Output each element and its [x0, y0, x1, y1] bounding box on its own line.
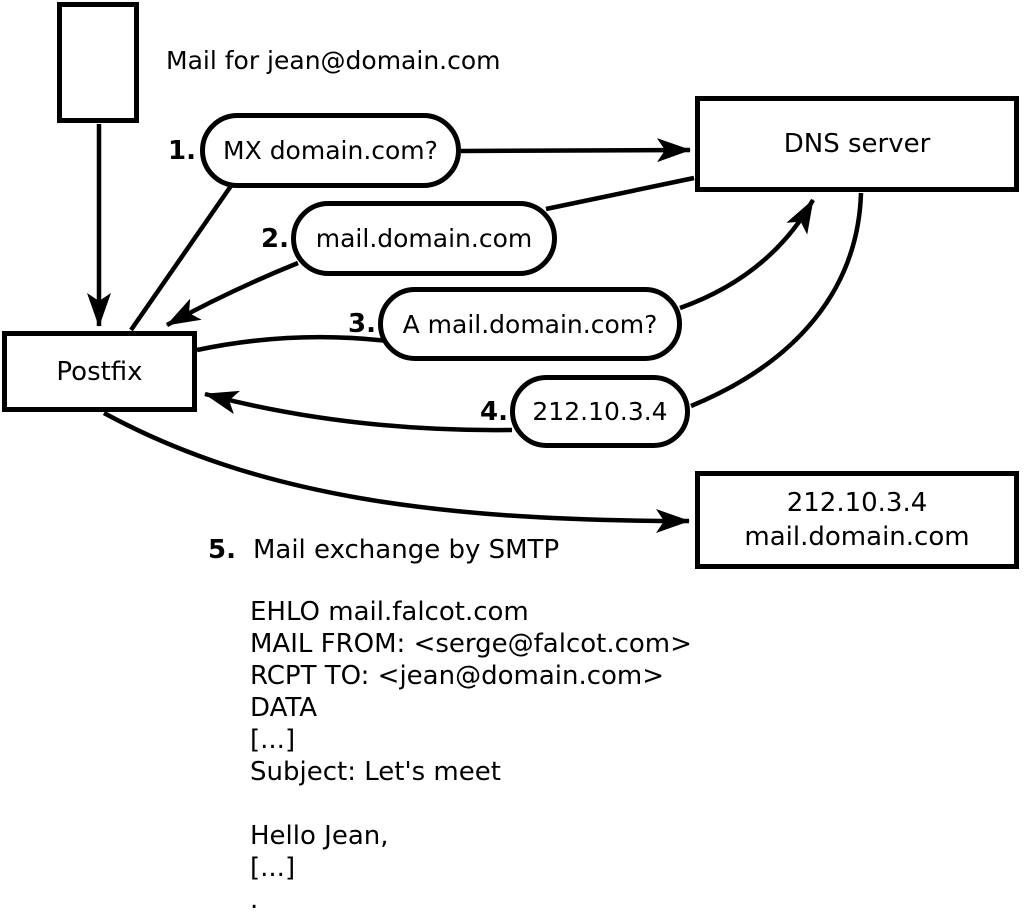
diagram-title: Mail for jean@domain.com [166, 46, 501, 75]
dns-server-label: DNS server [783, 129, 931, 159]
step5-caption: 5. Mail exchange by SMTP [208, 535, 559, 565]
dns-server-node: DNS server [695, 96, 1019, 192]
mail-host-label: 212.10.3.4 mail.domain.com [744, 486, 969, 554]
arrow-postfix-to-mailhost [102, 411, 690, 533]
line-postfix-to-query1 [129, 181, 235, 332]
step1-query-pill: MX domain.com? [200, 113, 461, 188]
mail-host-node: 212.10.3.4 mail.domain.com [695, 471, 1019, 569]
arrow-reply4-to-postfix [204, 390, 513, 433]
smtp-session-text: EHLO mail.falcot.com MAIL FROM: <serge@f… [250, 597, 692, 915]
step1-number: 1. [168, 135, 196, 166]
arrow-query1-to-dns [460, 138, 691, 163]
line-dns-to-reply2 [545, 175, 695, 212]
step2-number: 2. [261, 223, 289, 254]
mail-host-name: mail.domain.com [744, 522, 970, 552]
arrow-reply2-to-postfix [165, 260, 299, 327]
step2-reply-pill: mail.domain.com [291, 201, 557, 276]
line-postfix-to-query3 [196, 334, 389, 353]
step2-reply-label: mail.domain.com [315, 224, 533, 253]
step3-number: 3. [348, 309, 376, 339]
step5-label: Mail exchange by SMTP [252, 535, 560, 565]
mail-host-ip: 212.10.3.4 [786, 488, 928, 518]
step1-query-label: MX domain.com? [223, 136, 438, 165]
step3-query-pill: A mail.domain.com? [378, 287, 682, 361]
line-dns-to-reply4 [690, 192, 864, 409]
step3-query-label: A mail.domain.com? [402, 309, 658, 339]
step4-reply-label: 212.10.3.4 [532, 397, 668, 426]
arrow-query3-to-dns [679, 198, 815, 311]
step4-reply-pill: 212.10.3.4 [510, 375, 690, 448]
mail-message-node [57, 2, 139, 123]
postfix-label: Postfix [56, 356, 143, 387]
step4-number: 4. [480, 396, 508, 427]
step5-number: 5. [208, 535, 236, 565]
postfix-node: Postfix [2, 331, 197, 412]
